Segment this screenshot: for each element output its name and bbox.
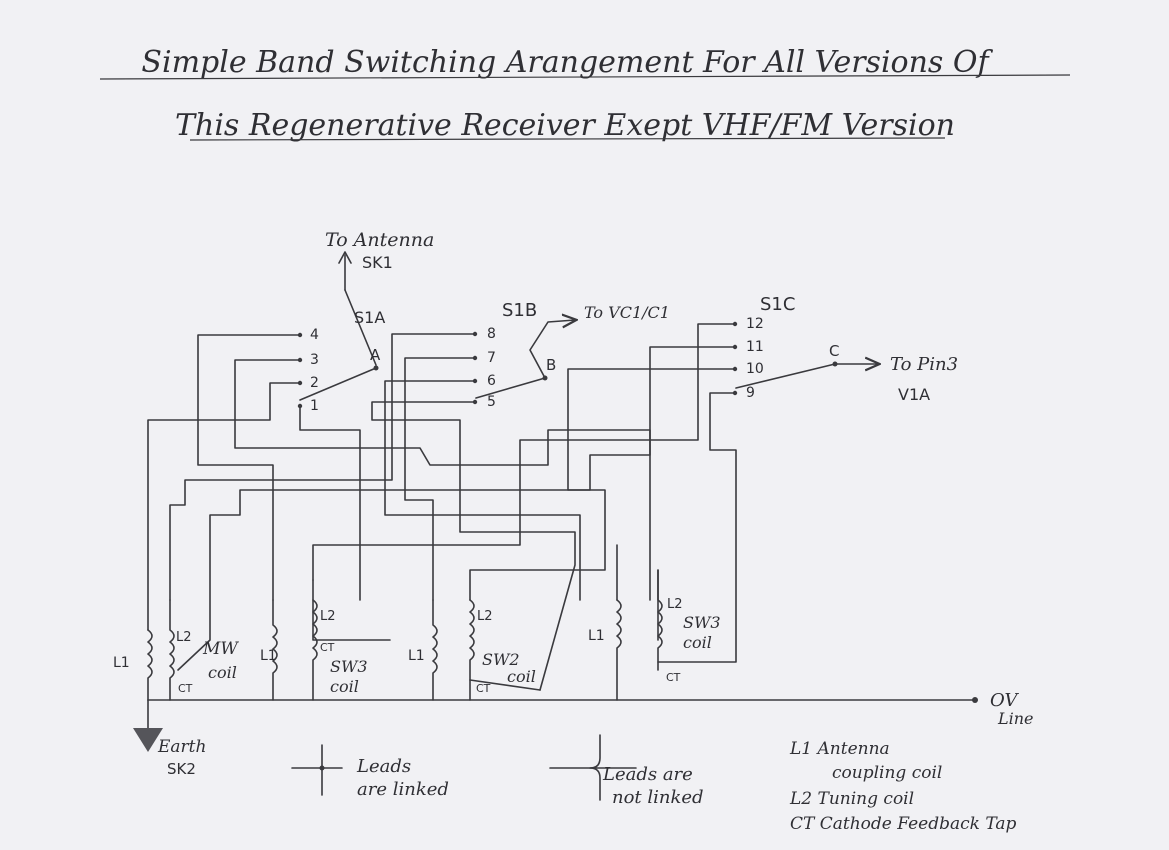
earth-label: Earth	[157, 737, 206, 757]
svg-text:L1: L1	[408, 648, 425, 664]
pin3-label: To Pin3	[890, 354, 958, 375]
antenna-arrow-icon	[338, 251, 352, 264]
s1a-contacts: 4 3 2 1	[297, 327, 319, 414]
v1a-label: V1A	[898, 385, 930, 404]
svg-text:L2: L2	[320, 609, 336, 624]
svg-text:L2: L2	[477, 609, 493, 624]
sk2-label: SK2	[167, 760, 196, 778]
svg-text:L1: L1	[260, 648, 277, 664]
legend-linked-2: are linked	[357, 779, 449, 800]
title-underline-2	[189, 137, 946, 141]
svg-text:10: 10	[746, 361, 764, 377]
svg-text:4: 4	[310, 327, 319, 343]
title-line-1: Simple Band Switching Arangement For All…	[141, 45, 993, 80]
svg-text:6: 6	[487, 373, 496, 389]
svg-text:SW3: SW3	[683, 613, 721, 632]
svg-text:coil: coil	[330, 677, 359, 696]
svg-text:CT: CT	[476, 682, 491, 695]
legend-key-l1: L1 Antenna	[789, 739, 890, 759]
svg-text:7: 7	[487, 350, 496, 366]
svg-text:L1: L1	[113, 655, 130, 671]
earth-icon	[133, 699, 163, 752]
svg-text:CT: CT	[666, 671, 681, 684]
zero-volt-terminal	[972, 697, 978, 703]
s1b-wiper	[475, 377, 546, 399]
antenna-label: To Antenna	[325, 229, 434, 251]
ov-label: OV	[990, 690, 1019, 711]
s1c-label: S1C	[760, 294, 795, 315]
s1c-wiper-label: C	[829, 342, 839, 360]
coils: L1 L2 MW coil CT L1 L2 CT SW3 coil L1 L2…	[113, 569, 721, 701]
s1b-wiper-label: B	[546, 356, 556, 374]
svg-text:9: 9	[746, 385, 755, 401]
svg-text:L2: L2	[667, 597, 683, 612]
svg-text:CT: CT	[178, 682, 193, 695]
svg-text:1: 1	[310, 398, 319, 414]
svg-text:coil: coil	[208, 663, 237, 682]
legend-linked-1: Leads	[356, 756, 411, 777]
svg-text:12: 12	[746, 316, 764, 332]
wiring	[147, 323, 737, 691]
legend-not-linked-2: not linked	[612, 787, 704, 808]
s1a-wiper	[299, 367, 377, 401]
line-label: Line	[997, 709, 1034, 728]
s1b-label: S1B	[502, 300, 537, 321]
legend-key-l2: L2 Tuning coil	[789, 789, 914, 809]
svg-text:SW3: SW3	[330, 657, 368, 676]
legend-key-ct: CT Cathode Feedback Tap	[790, 814, 1017, 834]
svg-text:L1: L1	[588, 628, 605, 644]
svg-text:2: 2	[310, 375, 319, 391]
svg-text:SW2: SW2	[482, 650, 520, 669]
s1a-label: S1A	[354, 308, 385, 327]
svg-text:CT: CT	[320, 641, 335, 654]
svg-text:11: 11	[746, 339, 764, 355]
svg-text:coil: coil	[683, 633, 712, 652]
antenna-lead	[344, 289, 377, 366]
svg-text:3: 3	[310, 352, 319, 368]
svg-text:L2: L2	[176, 630, 192, 645]
s1a-wiper-label: A	[370, 346, 381, 364]
title-line-2: This Regenerative Receiver Exept VHF/FM …	[175, 108, 955, 143]
legend-linked-icon	[291, 744, 343, 796]
vc1-label: To VC1/C1	[584, 303, 670, 322]
legend-key-l1-desc: coupling coil	[832, 763, 942, 783]
title-underline-1	[99, 74, 1071, 80]
svg-text:coil: coil	[507, 667, 536, 686]
sk1-label: SK1	[362, 253, 393, 272]
vc1-lead	[529, 320, 575, 379]
svg-text:8: 8	[487, 326, 496, 342]
svg-text:MW: MW	[202, 639, 239, 659]
s1c-wiper	[735, 363, 836, 389]
svg-text:5: 5	[487, 394, 496, 410]
legend-not-linked-1: Leads are	[602, 764, 693, 785]
